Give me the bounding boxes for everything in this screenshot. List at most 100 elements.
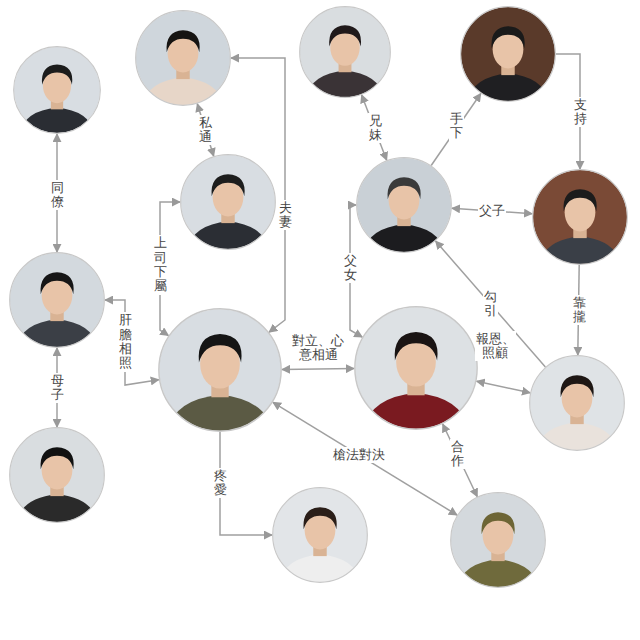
portrait-border [159, 309, 281, 431]
portrait-shoulders [540, 236, 621, 265]
portrait-shoulders [17, 494, 98, 523]
portrait-hair [395, 332, 438, 361]
portrait-ground [9, 427, 105, 523]
relation-label: 私通 [198, 115, 213, 146]
portrait-ground [13, 46, 101, 134]
portrait-border [357, 158, 452, 253]
portrait-shoulders [468, 73, 549, 102]
portrait-circle [158, 308, 282, 432]
portrait-ground [460, 6, 556, 102]
portrait-border [451, 493, 546, 588]
portrait-ground [532, 169, 628, 265]
portrait-figure [135, 10, 231, 106]
portrait-figure [354, 306, 478, 430]
portrait-border [530, 356, 625, 451]
relation-connector [362, 95, 387, 160]
relation-connector [443, 424, 478, 497]
portrait-hair [40, 447, 73, 469]
portrait-circle [356, 157, 452, 253]
portrait-shoulders [458, 559, 539, 588]
character-circle [13, 46, 101, 134]
portrait-shoulders [20, 108, 94, 134]
portrait-hair [491, 26, 524, 48]
relation-label: 兄妹 [368, 113, 383, 144]
portrait-ground [272, 487, 368, 583]
portrait-figure [158, 308, 282, 432]
character-circle [529, 355, 625, 451]
portrait-hair [303, 507, 336, 529]
relation-connector [477, 381, 530, 393]
portrait-ground [529, 355, 625, 451]
portrait-figure [9, 427, 105, 523]
portrait-circle [9, 427, 105, 523]
portrait-circle [532, 169, 628, 265]
portrait-circle [450, 492, 546, 588]
portrait-circle [180, 154, 276, 250]
portrait-circle [354, 306, 478, 430]
portrait-hair [563, 189, 596, 211]
portrait-ground [135, 10, 231, 106]
portrait-circle [9, 252, 105, 348]
portrait-figure [180, 154, 276, 250]
portrait-hair [481, 512, 514, 534]
portrait-ground [9, 252, 105, 348]
portrait-hair [560, 375, 593, 397]
portrait-circle [460, 6, 556, 102]
portrait-hair [40, 272, 73, 294]
portrait-hair [329, 25, 361, 46]
relation-label: 父子 [478, 203, 506, 219]
portrait-ground [450, 492, 546, 588]
relation-label: 疼愛 [213, 468, 228, 499]
relation-label: 對立、心意相通 [291, 333, 345, 364]
portrait-circle [529, 355, 625, 451]
character-circle [180, 154, 276, 250]
portrait-figure [532, 169, 628, 265]
relation-connector [105, 300, 159, 385]
relation-connector [282, 368, 354, 370]
portrait-figure [299, 6, 391, 98]
portrait-shoulders [143, 77, 224, 106]
portrait-hair [387, 177, 420, 199]
portrait-circle [135, 10, 231, 106]
relation-label: 同僚 [50, 180, 65, 211]
relation-label: 母子 [50, 373, 65, 404]
portrait-border [273, 488, 368, 583]
relation-label: 手下 [449, 111, 464, 142]
portrait-shoulders [168, 395, 272, 432]
relation-label: 支持 [573, 97, 588, 128]
relation-label: 報恩、照顧 [475, 331, 516, 362]
portrait-figure [272, 487, 368, 583]
portrait-figure [460, 6, 556, 102]
character-circle [532, 169, 628, 265]
portrait-circle [13, 46, 101, 134]
relation-label: 肝膽相照 [118, 312, 133, 371]
character-circle [9, 252, 105, 348]
character-circle [356, 157, 452, 253]
portrait-border [300, 7, 391, 98]
relation-label: 父女 [343, 253, 358, 284]
portrait-border [533, 170, 628, 265]
portrait-shoulders [364, 224, 445, 253]
character-circle [158, 308, 282, 432]
portrait-figure [450, 492, 546, 588]
relation-label: 槍法對決 [332, 447, 386, 463]
portrait-figure [529, 355, 625, 451]
character-circle [272, 487, 368, 583]
portrait-shoulders [17, 319, 98, 348]
character-circle [354, 306, 478, 430]
portrait-border [355, 307, 477, 429]
portrait-shoulders [364, 393, 468, 430]
character-circle [450, 492, 546, 588]
relation-label: 合作 [450, 439, 465, 470]
portrait-figure [9, 252, 105, 348]
character-circle [460, 6, 556, 102]
portrait-ground [356, 157, 452, 253]
character-circle [9, 427, 105, 523]
relation-label: 夫妻 [278, 200, 293, 231]
portrait-border [10, 253, 105, 348]
portrait-circle [272, 487, 368, 583]
portrait-shoulders [280, 554, 361, 583]
portrait-shoulders [188, 221, 269, 250]
character-circle [135, 10, 231, 106]
